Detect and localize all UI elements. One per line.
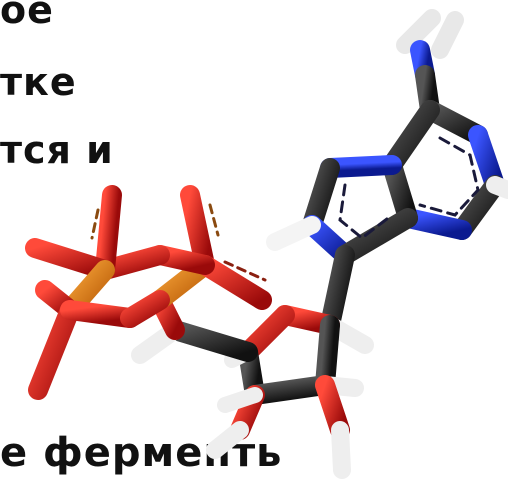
amino-group	[394, 7, 464, 120]
text-line-1: ое	[0, 0, 54, 32]
phosphate-chain	[25, 185, 272, 400]
text-line-3: тся и	[0, 128, 114, 172]
purine-rings	[266, 100, 508, 265]
text-line-2: тке	[0, 60, 77, 104]
ribose-ring	[131, 245, 374, 479]
